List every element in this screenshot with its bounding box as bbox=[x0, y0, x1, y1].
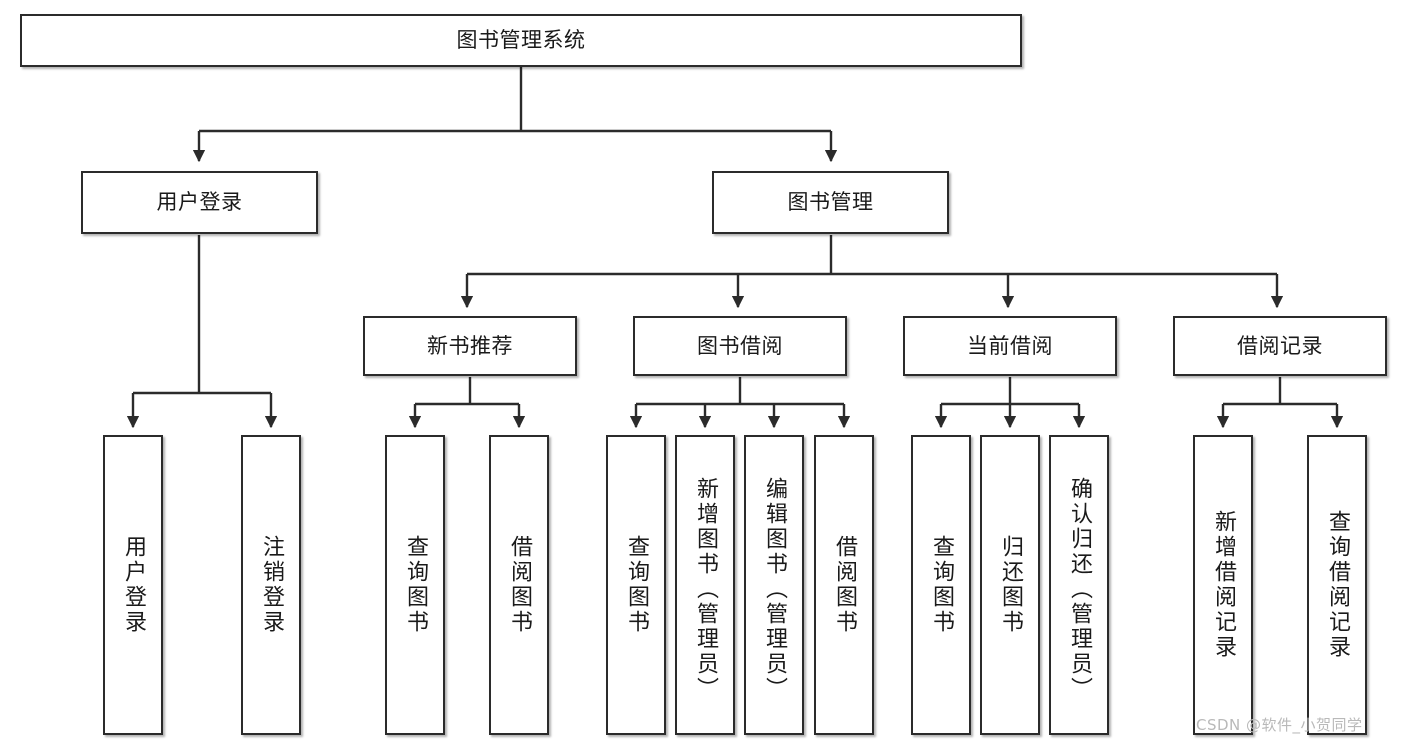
node-label: 借阅图书 bbox=[507, 535, 532, 635]
node-book-borrow[interactable]: 图书借阅 bbox=[633, 316, 847, 376]
csdn-watermark: CSDN @软件_小贺同学 bbox=[1196, 716, 1363, 734]
node-label: 借阅图书 bbox=[832, 535, 857, 635]
leaf-borrow-book-recommend[interactable]: 借阅图书 bbox=[489, 435, 549, 735]
node-label: 借阅记录 bbox=[1237, 333, 1323, 358]
leaf-edit-book[interactable]: 编辑图书（管理员） bbox=[744, 435, 804, 735]
leaf-return-book[interactable]: 归还图书 bbox=[980, 435, 1040, 735]
leaf-query-book-recommend[interactable]: 查询图书 bbox=[385, 435, 445, 735]
leaf-user-logout[interactable]: 注销登录 bbox=[241, 435, 301, 735]
node-label: 用户登录 bbox=[121, 535, 146, 635]
leaf-query-book-current[interactable]: 查询图书 bbox=[911, 435, 971, 735]
node-label: 注销登录 bbox=[259, 535, 284, 635]
leaf-query-book-borrow[interactable]: 查询图书 bbox=[606, 435, 666, 735]
node-label: 归还图书 bbox=[998, 535, 1023, 635]
node-current-borrow[interactable]: 当前借阅 bbox=[903, 316, 1117, 376]
leaf-add-borrow-record[interactable]: 新增借阅记录 bbox=[1193, 435, 1253, 735]
leaf-user-login[interactable]: 用户登录 bbox=[103, 435, 163, 735]
node-label: 查询图书 bbox=[403, 535, 428, 635]
node-label: 查询借阅记录 bbox=[1325, 510, 1350, 660]
node-root-book-management-system[interactable]: 图书管理系统 bbox=[20, 14, 1022, 67]
node-new-book-recommend[interactable]: 新书推荐 bbox=[363, 316, 577, 376]
node-label: 新增借阅记录 bbox=[1211, 510, 1236, 660]
node-label: 图书管理系统 bbox=[456, 28, 586, 53]
node-label: 新书推荐 bbox=[427, 333, 513, 358]
node-label: 用户登录 bbox=[156, 190, 243, 215]
node-label: 图书借阅 bbox=[697, 333, 783, 358]
leaf-query-borrow-record[interactable]: 查询借阅记录 bbox=[1307, 435, 1367, 735]
node-label: 编辑图书（管理员） bbox=[762, 476, 787, 702]
leaf-add-book[interactable]: 新增图书（管理员） bbox=[675, 435, 735, 735]
leaf-borrow-book-borrow[interactable]: 借阅图书 bbox=[814, 435, 874, 735]
node-borrow-record[interactable]: 借阅记录 bbox=[1173, 316, 1387, 376]
node-label: 查询图书 bbox=[929, 535, 954, 635]
node-book-management[interactable]: 图书管理 bbox=[712, 171, 949, 234]
node-label: 新增图书（管理员） bbox=[693, 476, 718, 702]
node-label: 确认归还（管理员） bbox=[1067, 476, 1092, 702]
node-label: 查询图书 bbox=[624, 535, 649, 635]
node-label: 当前借阅 bbox=[967, 333, 1053, 358]
leaf-confirm-return[interactable]: 确认归还（管理员） bbox=[1049, 435, 1109, 735]
node-user-login[interactable]: 用户登录 bbox=[81, 171, 318, 234]
node-label: 图书管理 bbox=[787, 190, 874, 215]
